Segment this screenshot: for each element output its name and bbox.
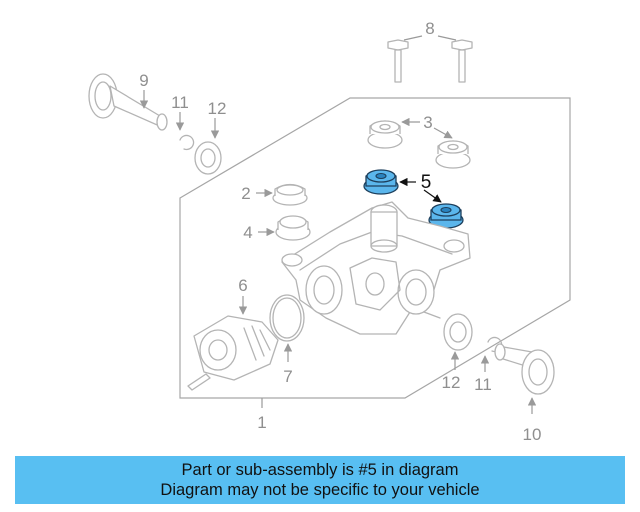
part-9-flange <box>88 73 168 131</box>
callout-10: 10 <box>523 425 542 444</box>
callout-4: 4 <box>243 223 252 242</box>
part-7-o-ring <box>269 294 305 342</box>
part-4-mount <box>275 215 311 241</box>
banner-line-2: Diagram may not be specific to your vehi… <box>160 481 480 499</box>
callout-12-lower: 12 <box>442 373 461 392</box>
part-12-seal-upper <box>194 141 222 175</box>
callout-1: 1 <box>257 413 266 432</box>
banner-line-1: Part or sub-assembly is #5 in diagram <box>181 461 459 479</box>
callout-5: 5 <box>421 172 432 193</box>
part-3-mount-b <box>435 140 471 169</box>
parts-diagram: 8 9 11 12 3 <box>88 19 571 444</box>
differential-housing <box>281 201 471 335</box>
part-5-mount-a <box>363 169 399 195</box>
part-3-mount-a <box>367 120 403 149</box>
callout-6: 6 <box>238 276 247 295</box>
callout-3: 3 <box>423 113 432 132</box>
part-5-mount-b <box>428 203 464 229</box>
part-8-bolts <box>387 39 473 83</box>
callout-8: 8 <box>425 19 434 38</box>
part-10-flange <box>494 343 555 395</box>
callout-7: 7 <box>283 367 292 386</box>
callout-11-upper: 11 <box>171 93 189 112</box>
info-banner: Part or sub-assembly is #5 in diagram Di… <box>15 456 625 504</box>
assembly-frame <box>179 97 571 399</box>
callout-9: 9 <box>139 71 148 90</box>
callout-12-upper: 12 <box>208 99 227 118</box>
part-11-circlip-upper <box>179 134 195 151</box>
part-2-mount <box>272 183 308 206</box>
callout-2: 2 <box>241 184 250 203</box>
callout-11-lower: 11 <box>474 375 492 394</box>
part-6-cover <box>187 315 279 391</box>
part-12-seal-lower <box>443 313 473 351</box>
